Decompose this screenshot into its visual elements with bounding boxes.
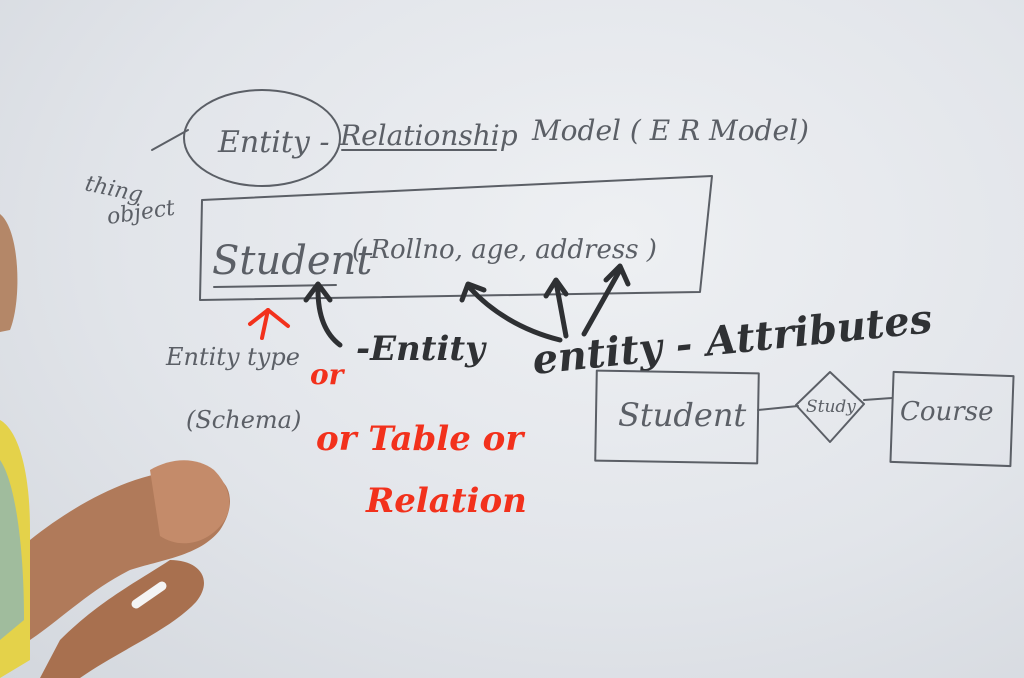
red-or-1: or: [310, 358, 346, 391]
title-relationship: Relationship: [339, 119, 518, 152]
diagram-student: Student: [618, 396, 746, 434]
arrowhead-age: [543, 277, 569, 299]
diagram-study: Study: [806, 397, 856, 417]
red-relation: Relation: [365, 481, 527, 521]
arrow-to-student: [315, 287, 343, 348]
schema-box: [199, 175, 713, 301]
red-or-table: or Table or: [316, 419, 525, 459]
attributes-text: ( Rollno, age, address ): [352, 235, 657, 265]
entity-attributes-note: entity - Attributes: [530, 295, 934, 384]
entity-note: -Entity: [356, 329, 487, 369]
arrowhead-student: [303, 281, 333, 303]
student-label: Student: [212, 238, 373, 284]
arrowhead-rollno: [459, 281, 487, 303]
course-entity-box: [889, 370, 1015, 468]
entity-type-label: Entity type: [165, 343, 300, 371]
arrow-to-age: [553, 279, 569, 339]
study-relationship-diamond: [795, 371, 865, 443]
arrow-to-rollno: [467, 285, 563, 343]
student-entity-box: [594, 369, 760, 465]
red-arrow-shaft: [260, 308, 270, 340]
entity-circle: [183, 89, 341, 187]
arrow-to-address: [581, 267, 623, 337]
title-model: Model ( E R Model): [531, 114, 809, 147]
pointer-line: [151, 129, 189, 151]
red-arrowhead: [248, 308, 290, 328]
schema-label: (Schema): [186, 406, 301, 434]
line-study-course: [863, 397, 893, 401]
presenter: [0, 214, 230, 678]
line-student-study: [757, 405, 799, 411]
arrowhead-address: [603, 263, 631, 287]
title-entity: Entity -: [217, 125, 330, 160]
diagram-course: Course: [900, 397, 993, 427]
